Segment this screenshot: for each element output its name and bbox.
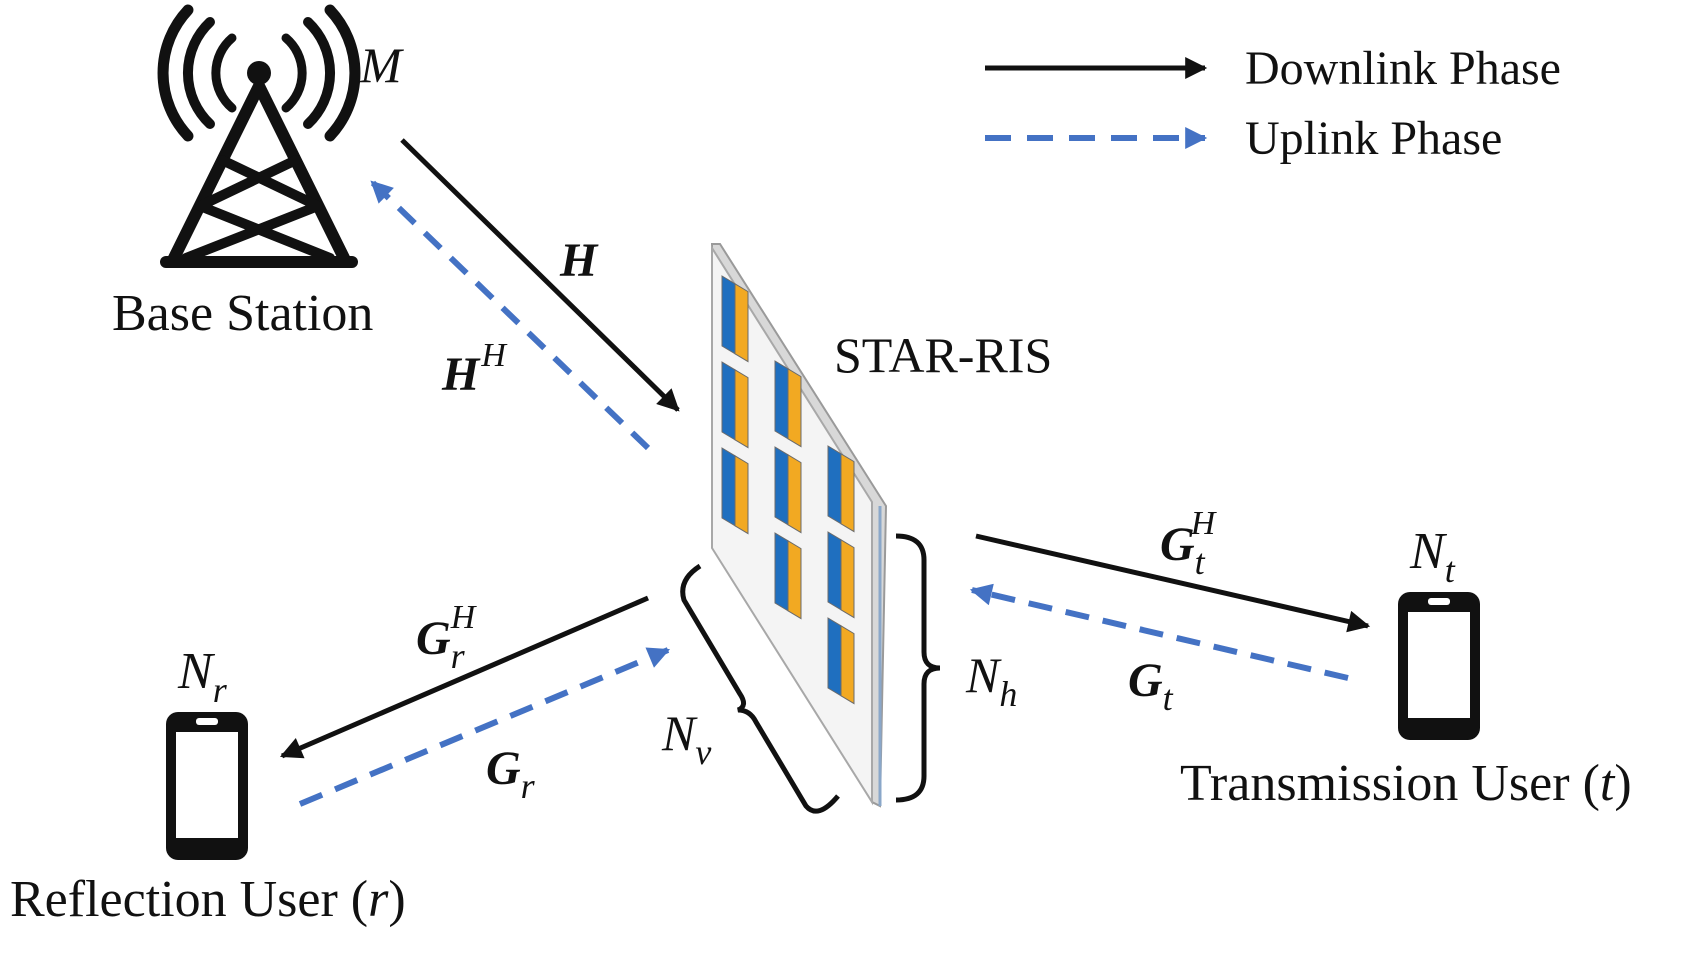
base-station-antennas: M [359,37,404,93]
ris-element-blue [827,445,842,525]
ris-element-orange [840,624,855,705]
ris-element-orange [840,452,855,533]
base-station-label: Base Station [112,285,373,342]
antenna-tower-icon [157,4,361,268]
smartphone-icon [166,712,248,860]
bracket-vertical [680,563,840,814]
ris-element-orange [734,368,749,449]
ris-element-blue [827,531,842,611]
arrow-ris-to-r-downlink [279,595,649,759]
channel-grh-label: GrH [416,599,478,676]
channel-hh-label: HH [441,337,508,401]
reflection-user-label: Reflection User (r) [10,871,406,928]
ris-horizontal-elements: Nh [965,647,1017,714]
ris-element-blue [774,532,789,612]
channel-gt-label: Gt [1128,654,1174,718]
ris-vertical-elements: Nv [661,705,711,772]
reflection-user: Nr Reflection User (r) [10,643,406,928]
ris-element-blue [827,617,842,697]
ris-element-blue [774,360,789,440]
legend-downlink-label: Downlink Phase [1245,42,1561,95]
legend: Downlink Phase Uplink Phase [985,42,1561,165]
channel-h-label: H [559,234,599,287]
ris-element-orange [787,453,802,534]
legend-uplink-label: Uplink Phase [1245,112,1502,165]
ris-element-orange [787,367,802,448]
transmission-user-label: Transmission User (t) [1180,755,1632,812]
ris-element-blue [721,361,736,441]
arrow-ris-to-bs-uplink [369,179,651,451]
ris-element-blue [774,446,789,526]
ris-element-blue [721,447,736,527]
ris-element-blue [721,275,736,355]
arrow-bs-to-ris-downlink [400,138,680,412]
ris-element-orange [840,538,855,619]
arrow-ris-to-t-downlink [975,533,1371,633]
star-ris-panel [711,243,888,808]
star-ris-label: STAR-RIS [834,327,1052,383]
transmission-user-antennas: Nt [1409,523,1456,590]
transmission-user: Nt Transmission User (t) [1180,523,1632,812]
arrow-t-to-ris-uplink [969,583,1349,681]
smartphone-icon [1398,592,1480,740]
base-station: M Base Station [112,4,404,342]
channel-gr-label: Gr [486,742,536,806]
reflection-user-antennas: Nr [177,643,228,710]
arrow-r-to-ris-uplink [298,647,671,807]
ris-element-orange [734,454,749,535]
ris-element-orange [734,282,749,363]
channel-gth-label: GtH [1160,505,1218,582]
ris-element-orange [787,539,802,620]
bracket-horizontal [895,533,941,803]
ris-element-grid [721,275,855,705]
